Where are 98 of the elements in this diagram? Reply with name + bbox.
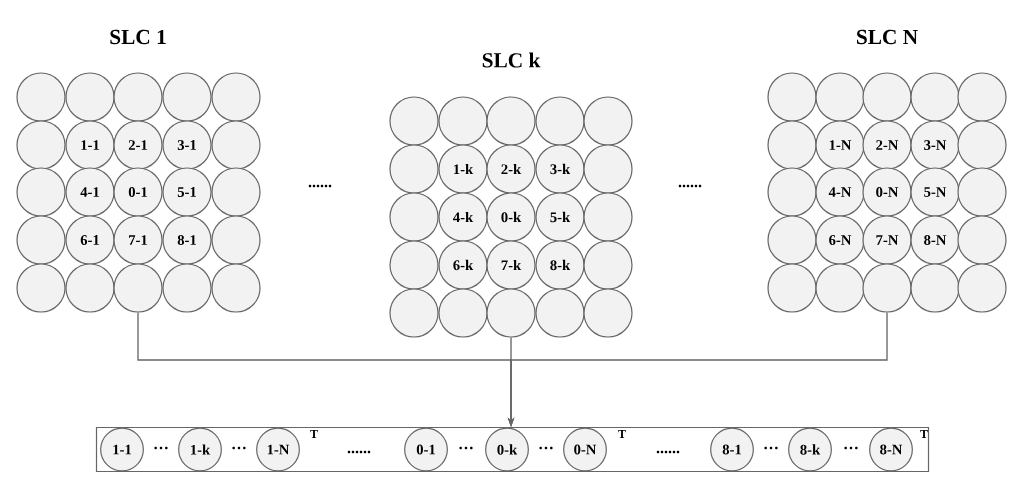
ellipsis: ··· — [844, 446, 858, 450]
circle-cell — [583, 288, 633, 338]
circle-cell — [767, 72, 817, 122]
circle-cell: 1-N — [815, 120, 865, 170]
ellipsis: ··· — [459, 446, 473, 450]
circle-cell — [862, 72, 912, 122]
circle-cell — [389, 240, 439, 290]
circle-cell — [767, 215, 817, 265]
circle-cell — [957, 215, 1007, 265]
circle-cell: 8-k — [535, 240, 585, 290]
circle-cell — [957, 167, 1007, 217]
ellipsis: ··· — [154, 446, 168, 450]
circle-cell — [389, 144, 439, 194]
circle-cell: 1-1 — [65, 120, 115, 170]
circle-cell: 3-N — [910, 120, 960, 170]
ellipsis: ··· — [232, 446, 246, 450]
circle-cell: 5-N — [910, 167, 960, 217]
circle-cell — [16, 215, 66, 265]
panel-title: SLC k — [482, 52, 541, 68]
circle-cell: 5-1 — [162, 167, 212, 217]
circle-cell — [113, 263, 163, 313]
circle-cell: 7-N — [862, 215, 912, 265]
panel-title: SLC 1 — [110, 29, 166, 45]
circle-cell: 6-k — [438, 240, 488, 290]
circle-cell: 1-k — [438, 144, 488, 194]
circle-cell: 0-k — [485, 427, 529, 472]
circle-cell: 4-k — [438, 192, 488, 242]
circle-cell: 2-k — [486, 144, 536, 194]
circle-cell: 3-k — [535, 144, 585, 194]
circle-cell — [438, 288, 488, 338]
circle-cell — [16, 72, 66, 122]
circle-cell: 5-k — [535, 192, 585, 242]
circle-cell — [535, 288, 585, 338]
circle-cell: 3-1 — [162, 120, 212, 170]
circle-cell — [162, 72, 212, 122]
circle-cell — [16, 263, 66, 313]
circle-cell — [583, 144, 633, 194]
circle-cell: 1-1 — [100, 427, 144, 472]
circle-cell — [211, 215, 261, 265]
circle-cell: 1-N — [256, 427, 300, 472]
circle-cell: 2-1 — [113, 120, 163, 170]
ellipsis: ...... — [347, 450, 371, 454]
ellipsis: ...... — [678, 184, 702, 188]
circle-cell: 4-N — [815, 167, 865, 217]
circle-cell — [957, 263, 1007, 313]
circle-cell — [162, 263, 212, 313]
circle-cell — [486, 288, 536, 338]
circle-cell — [65, 263, 115, 313]
circle-cell — [16, 167, 66, 217]
circle-cell — [583, 96, 633, 146]
circle-cell — [910, 263, 960, 313]
circle-cell — [535, 96, 585, 146]
circle-cell — [815, 263, 865, 313]
circle-cell: 0-N — [563, 427, 607, 472]
circle-cell — [389, 192, 439, 242]
circle-cell: 0-N — [862, 167, 912, 217]
circle-cell: 4-1 — [65, 167, 115, 217]
circle-cell: 8-N — [869, 427, 913, 472]
circle-cell — [211, 167, 261, 217]
circle-cell: 0-1 — [404, 427, 448, 472]
circle-cell: 8-1 — [710, 427, 754, 472]
circle-cell — [389, 288, 439, 338]
circle-cell — [910, 72, 960, 122]
circle-cell — [767, 120, 817, 170]
superscript-label: T — [618, 430, 626, 438]
circle-cell — [767, 167, 817, 217]
circle-cell — [862, 263, 912, 313]
circle-cell — [211, 72, 261, 122]
circle-cell — [211, 120, 261, 170]
circle-cell — [957, 120, 1007, 170]
circle-cell — [583, 192, 633, 242]
ellipsis: ··· — [539, 446, 553, 450]
circle-cell — [16, 120, 66, 170]
circle-cell — [486, 96, 536, 146]
circle-cell — [65, 72, 115, 122]
ellipsis: ...... — [656, 450, 680, 454]
circle-cell: 2-N — [862, 120, 912, 170]
ellipsis: ··· — [764, 446, 778, 450]
circle-cell — [815, 72, 865, 122]
ellipsis: ...... — [308, 184, 332, 188]
panel-title: SLC N — [857, 29, 918, 45]
circle-cell: 1-k — [178, 427, 222, 472]
circle-cell: 6-1 — [65, 215, 115, 265]
circle-cell — [211, 263, 261, 313]
circle-cell — [389, 96, 439, 146]
circle-cell: 6-N — [815, 215, 865, 265]
circle-cell — [583, 240, 633, 290]
circle-cell — [957, 72, 1007, 122]
circle-cell — [438, 96, 488, 146]
circle-cell: 7-k — [486, 240, 536, 290]
circle-cell: 7-1 — [113, 215, 163, 265]
circle-cell: 0-1 — [113, 167, 163, 217]
circle-cell: 8-1 — [162, 215, 212, 265]
circle-cell — [113, 72, 163, 122]
circle-cell — [767, 263, 817, 313]
circle-cell: 8-N — [910, 215, 960, 265]
circle-cell: 0-k — [486, 192, 536, 242]
circle-cell: 8-k — [788, 427, 832, 472]
